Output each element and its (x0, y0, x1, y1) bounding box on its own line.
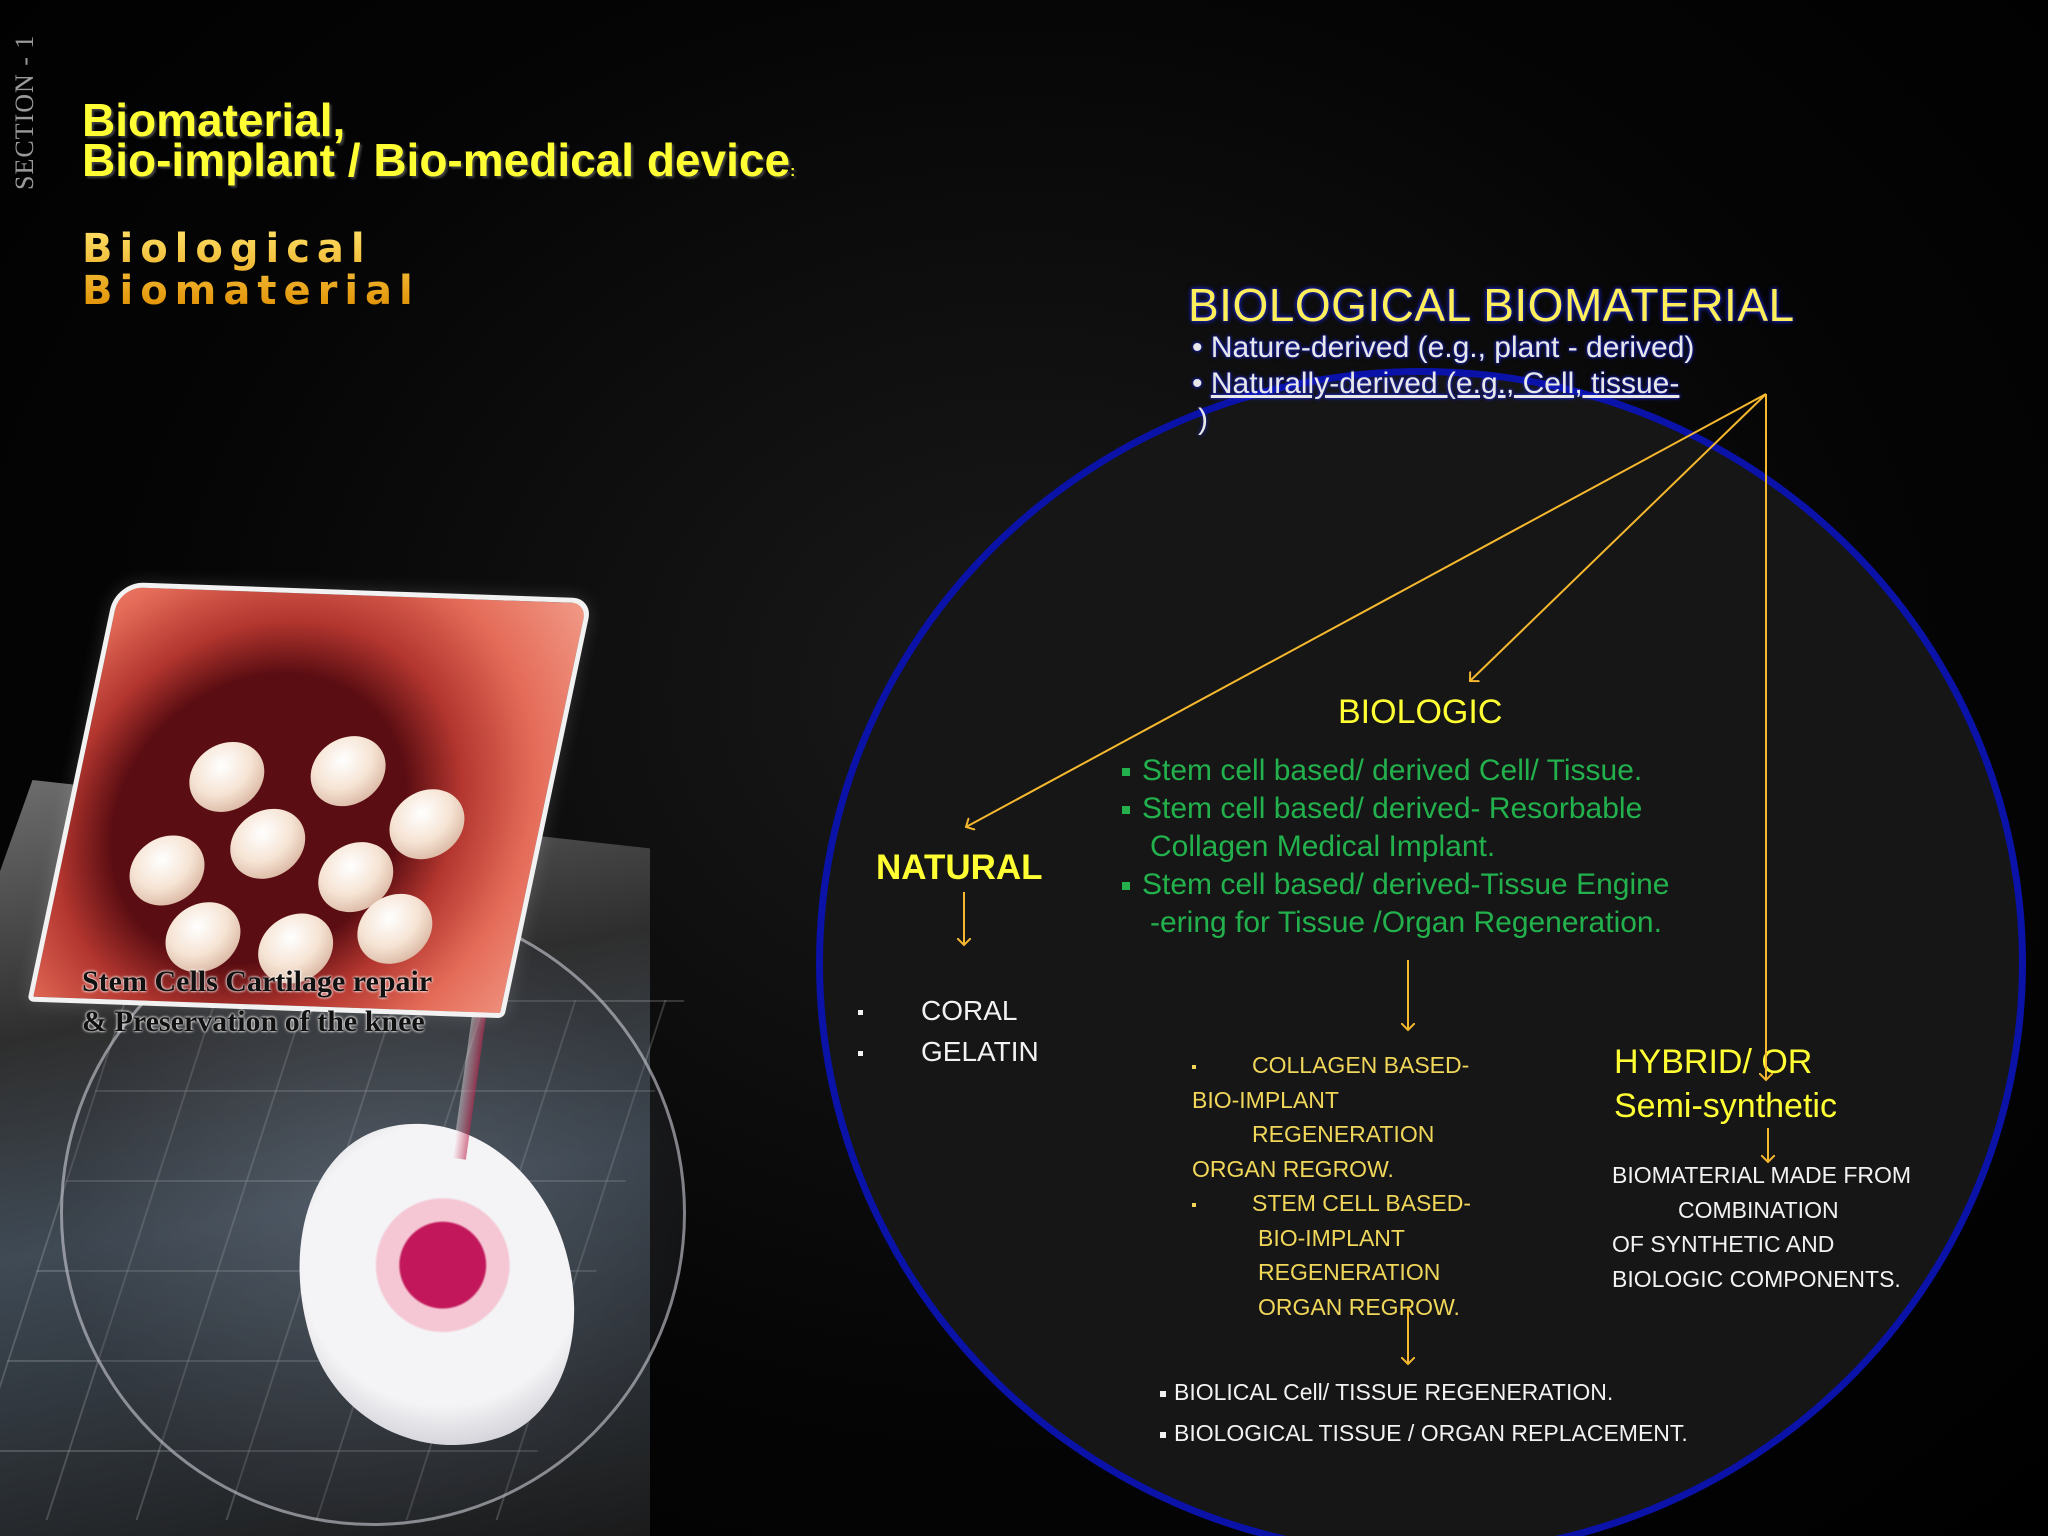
biologic-label: BIOLOGIC (1338, 693, 1503, 731)
collagen-text: COLLAGEN BASED- (1252, 1052, 1470, 1078)
definition-text: Nature-derived (e.g., plant - derived) (1210, 331, 1695, 364)
page-title: Biomaterial, Bio-implant / Bio-medical d… (82, 94, 796, 192)
hybrid-description: BIOMATERIAL MADE FROM COMBINATION OF SYN… (1612, 1158, 1911, 1296)
title-line-2-text: Bio-implant / Bio-medical device (82, 134, 791, 186)
title-line-2: Bio-implant / Bio-medical device: (82, 137, 796, 192)
natural-list: CORAL GELATIN (858, 990, 1039, 1072)
definition-item: ) (1192, 402, 1694, 438)
collagen-text: BIO-IMPLANT (1258, 1224, 1405, 1251)
caption-line-1: Stem Cells Cartilage repair (82, 965, 433, 998)
biologic-item-continued: Collagen Medical Implant. (1150, 830, 1496, 863)
definition-list: • Nature-derived (e.g., plant - derived)… (1192, 330, 1694, 438)
biologic-item-text: Stem cell based/ derived-Tissue Engine (1142, 868, 1670, 901)
collagen-line: REGENERATION (1192, 1117, 1471, 1152)
natural-item: GELATIN (858, 1031, 1039, 1072)
hybrid-desc-line: OF SYNTHETIC AND (1612, 1231, 1835, 1257)
definition-item: • Naturally-derived (e.g., Cell, tissue- (1192, 367, 1680, 400)
biologic-item: Stem cell based/ derived- Resorbable (1122, 790, 1670, 828)
biological-biomaterial-heading: BIOLOGICAL BIOMATERIAL (1188, 279, 1795, 331)
natural-item-text: CORAL (921, 995, 1018, 1026)
outcome-list: BIOLICAL Cell/ TISSUE REGENERATION. BIOL… (1160, 1372, 1688, 1454)
collagen-line: ORGAN REGROW. (1192, 1155, 1394, 1182)
definition-item: • Nature-derived (e.g., plant - derived) (1192, 331, 1695, 364)
cell-sphere (122, 834, 212, 907)
definition-text: Naturally-derived (e.g., Cell, tissue- (1210, 367, 1680, 400)
collagen-text: REGENERATION (1252, 1121, 1435, 1147)
collagen-line: BIO-IMPLANT (1192, 1221, 1471, 1256)
hybrid-desc-line: BIOLOGIC COMPONENTS. (1612, 1265, 1901, 1292)
collagen-line: ORGAN REGROW. (1192, 1290, 1471, 1325)
title-suffix: : (790, 163, 796, 180)
collagen-line: STEM CELL BASED- (1192, 1186, 1471, 1221)
hybrid-label-line-1: HYBRID/ OR (1614, 1043, 1813, 1081)
biologic-item: Stem cell based/ derived-Tissue Engine (1122, 866, 1670, 904)
natural-item: CORAL (858, 990, 1039, 1031)
biologic-item: Stem cell based/ derived Cell/ Tissue. (1122, 752, 1670, 790)
biologic-item-text: Stem cell based/ derived- Resorbable (1142, 792, 1643, 825)
hybrid-desc-line: COMBINATION (1678, 1196, 1839, 1223)
title-line-1: Biomaterial, (82, 94, 346, 146)
diagram-ellipse (816, 368, 2026, 1536)
collagen-text: REGENERATION (1258, 1259, 1441, 1285)
caption-line-2: & Preservation of the knee (82, 1005, 425, 1038)
outcome-item: BIOLOGICAL TISSUE / ORGAN REPLACEMENT. (1160, 1413, 1688, 1454)
collagen-line: COLLAGEN BASED- (1192, 1048, 1471, 1083)
cell-sphere (182, 740, 271, 814)
cell-sphere (223, 807, 312, 881)
biologic-item-continued: -ering for Tissue /Organ Regeneration. (1150, 906, 1662, 939)
cartilage-cells-photo (27, 581, 593, 1019)
collagen-text: ORGAN REGROW. (1258, 1293, 1460, 1320)
hybrid-label-line-2: Semi-synthetic (1614, 1087, 1837, 1125)
outcome-text: BIOLOGICAL TISSUE / ORGAN REPLACEMENT. (1174, 1420, 1688, 1446)
subtitle-line-1: Biological (82, 226, 372, 272)
biologic-item-text: Stem cell based/ derived Cell/ Tissue. (1142, 754, 1643, 787)
biologic-list: Stem cell based/ derived Cell/ Tissue. S… (1122, 752, 1670, 942)
cell-sphere (382, 787, 472, 861)
collagen-implant-list: COLLAGEN BASED- BIO-IMPLANT REGENERATION… (1192, 1048, 1471, 1324)
outcome-item: BIOLICAL Cell/ TISSUE REGENERATION. (1160, 1372, 1688, 1413)
natural-label: NATURAL (876, 848, 1043, 887)
image-caption: Stem Cells Cartilage repair & Preservati… (82, 962, 432, 1042)
natural-item-text: GELATIN (921, 1036, 1039, 1067)
cell-sphere (303, 734, 393, 808)
subtitle-line-2: Biomaterial (82, 268, 420, 314)
subtitle: Biological Biomaterial (82, 228, 420, 312)
definition-tail: ) (1198, 403, 1208, 436)
section-label: SECTION - 1 (10, 34, 39, 190)
collagen-line: BIO-IMPLANT (1192, 1086, 1339, 1113)
hybrid-desc-line: BIOMATERIAL MADE FROM (1612, 1162, 1912, 1188)
collagen-line: REGENERATION (1192, 1255, 1471, 1290)
collagen-text: STEM CELL BASED- (1252, 1190, 1471, 1216)
hybrid-label: HYBRID/ OR Semi-synthetic (1614, 1040, 1837, 1128)
outcome-text: BIOLICAL Cell/ TISSUE REGENERATION. (1174, 1379, 1614, 1405)
